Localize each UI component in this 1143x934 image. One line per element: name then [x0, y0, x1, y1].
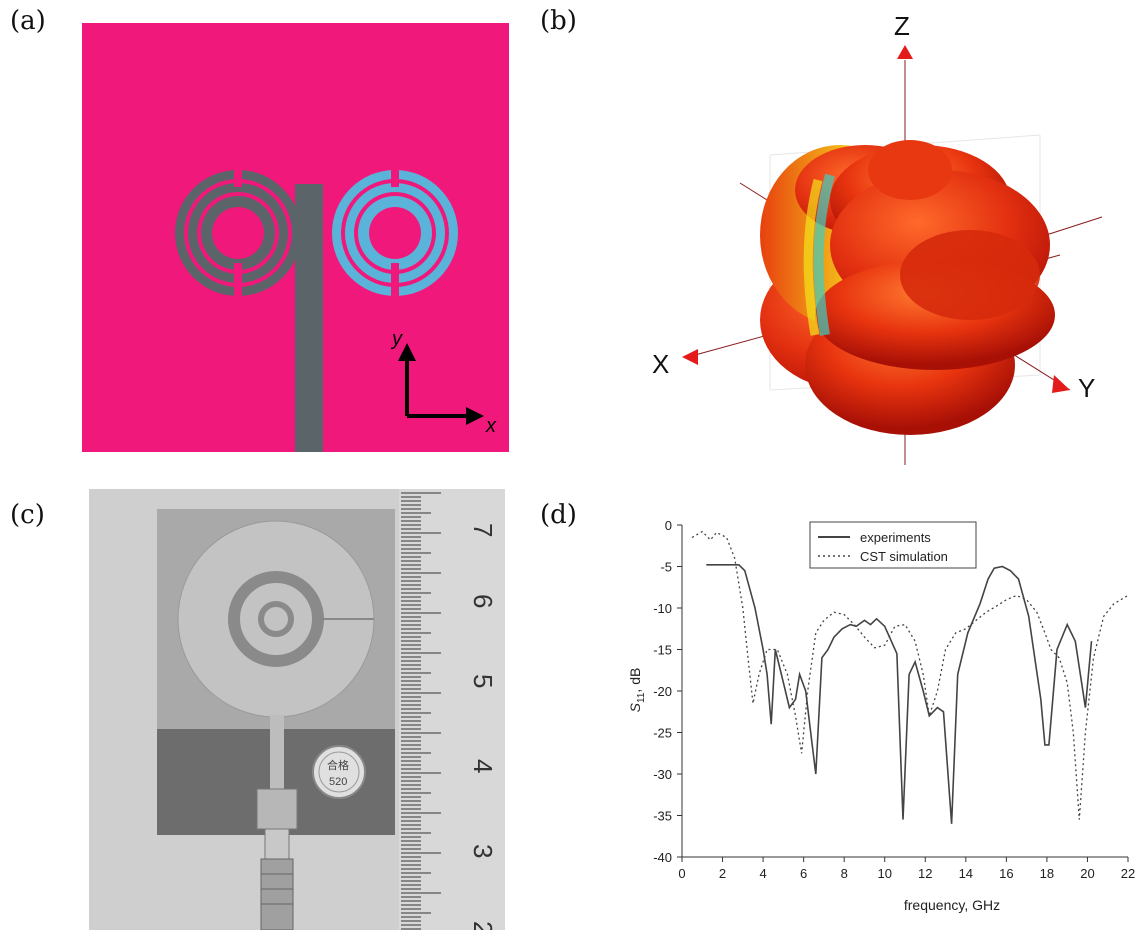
x-axis-arrow	[682, 349, 698, 365]
y-axis-title: S11, dB	[627, 668, 647, 713]
z-axis-label: Z	[894, 11, 910, 41]
y-axis-label: y	[390, 328, 403, 350]
ruler-number-2: 2	[468, 921, 498, 930]
y-tick-label: -20	[653, 684, 672, 699]
radiation-lobes	[760, 140, 1055, 435]
sma-connector	[256, 788, 298, 931]
y-axis-title-suffix: , dB	[627, 668, 643, 693]
z-axis-arrow	[897, 45, 913, 59]
y-tick-label: -40	[653, 850, 672, 865]
y-tick-label: -5	[660, 560, 672, 575]
y-tick-label: -25	[653, 726, 672, 741]
panel-b-label: (b)	[540, 6, 577, 36]
x-tick-label: 18	[1040, 866, 1054, 881]
panel-a-label: (a)	[10, 6, 46, 36]
chart-legend: experiments CST simulation	[809, 521, 977, 569]
feed-strip	[270, 715, 284, 805]
ruler-number-6: 6	[468, 594, 498, 608]
coordinate-axes: y x	[390, 328, 497, 437]
ruler-number-5: 5	[468, 674, 498, 688]
y-axis-label-3d: Y	[1078, 373, 1095, 403]
blue-split-ring-resonator	[332, 147, 458, 303]
sticker-text-2: 520	[329, 776, 347, 788]
y-axis-title-sub: 11	[636, 692, 647, 703]
ruler-number-4: 4	[468, 759, 498, 773]
svg-text:S11, dB: S11, dB	[627, 668, 647, 713]
legend-label-experiments: experiments	[860, 530, 931, 545]
x-tick-label: 4	[759, 866, 766, 881]
legend-label-simulation: CST simulation	[860, 549, 948, 564]
x-tick-label: 20	[1080, 866, 1094, 881]
y-tick-label: -35	[653, 809, 672, 824]
y-tick-label: -30	[653, 767, 672, 782]
x-tick-label: 8	[841, 866, 848, 881]
fabricated-antenna-illustration: 7 6 5 4 3 2 合格 520	[89, 489, 505, 934]
series-line-experiments	[706, 564, 1093, 824]
y-axis-title-main: S	[627, 702, 643, 712]
x-axis-label-3d: X	[652, 349, 669, 379]
y-axis-arrow	[1052, 375, 1070, 393]
x-axis-title: frequency, GHz	[904, 897, 1000, 913]
x-tick-label: 0	[678, 866, 685, 881]
x-axis-label: x	[485, 415, 497, 437]
panel-c-label: (c)	[10, 500, 45, 530]
antenna-design-panel: y x	[82, 23, 509, 452]
x-tick-label: 16	[999, 866, 1013, 881]
antenna-design-diagram: y x	[82, 23, 509, 452]
sticker-text-1: 合格	[327, 758, 349, 772]
radiation-pattern-panel: Z X Y	[640, 5, 1120, 465]
x-tick-label: 12	[918, 866, 932, 881]
y-tick-label: 0	[665, 518, 672, 533]
ruler-number-3: 3	[468, 844, 498, 858]
y-tick-label: -15	[653, 643, 672, 658]
series-line-cst-simulation	[691, 530, 1129, 820]
s11-chart-panel: 0 -5 -10 -15 -20 -25 -30 -35 -40 0 2 4 6 8 10 12 14 16 18 2…	[610, 500, 1143, 930]
x-tick-label: 6	[800, 866, 807, 881]
s11-chart: 0 -5 -10 -15 -20 -25 -30 -35 -40 0 2 4 6 8 10 12 14 16 18 2…	[627, 518, 1135, 913]
inspection-sticker: 合格 520	[312, 745, 366, 799]
x-tick-label: 14	[959, 866, 973, 881]
feed-line	[295, 184, 323, 452]
fabricated-antenna-photo: 7 6 5 4 3 2 合格 520	[89, 489, 505, 934]
gray-split-ring-resonator	[175, 147, 301, 303]
radiation-pattern-3d: Z X Y	[652, 11, 1103, 465]
panel-d-label: (d)	[540, 500, 577, 530]
ruler: 7 6 5 4 3 2	[399, 489, 505, 934]
ruler-number-7: 7	[468, 523, 498, 537]
x-tick-label: 10	[877, 866, 891, 881]
y-tick-label: -10	[653, 601, 672, 616]
x-tick-label: 2	[719, 866, 726, 881]
x-tick-label: 22	[1121, 866, 1135, 881]
